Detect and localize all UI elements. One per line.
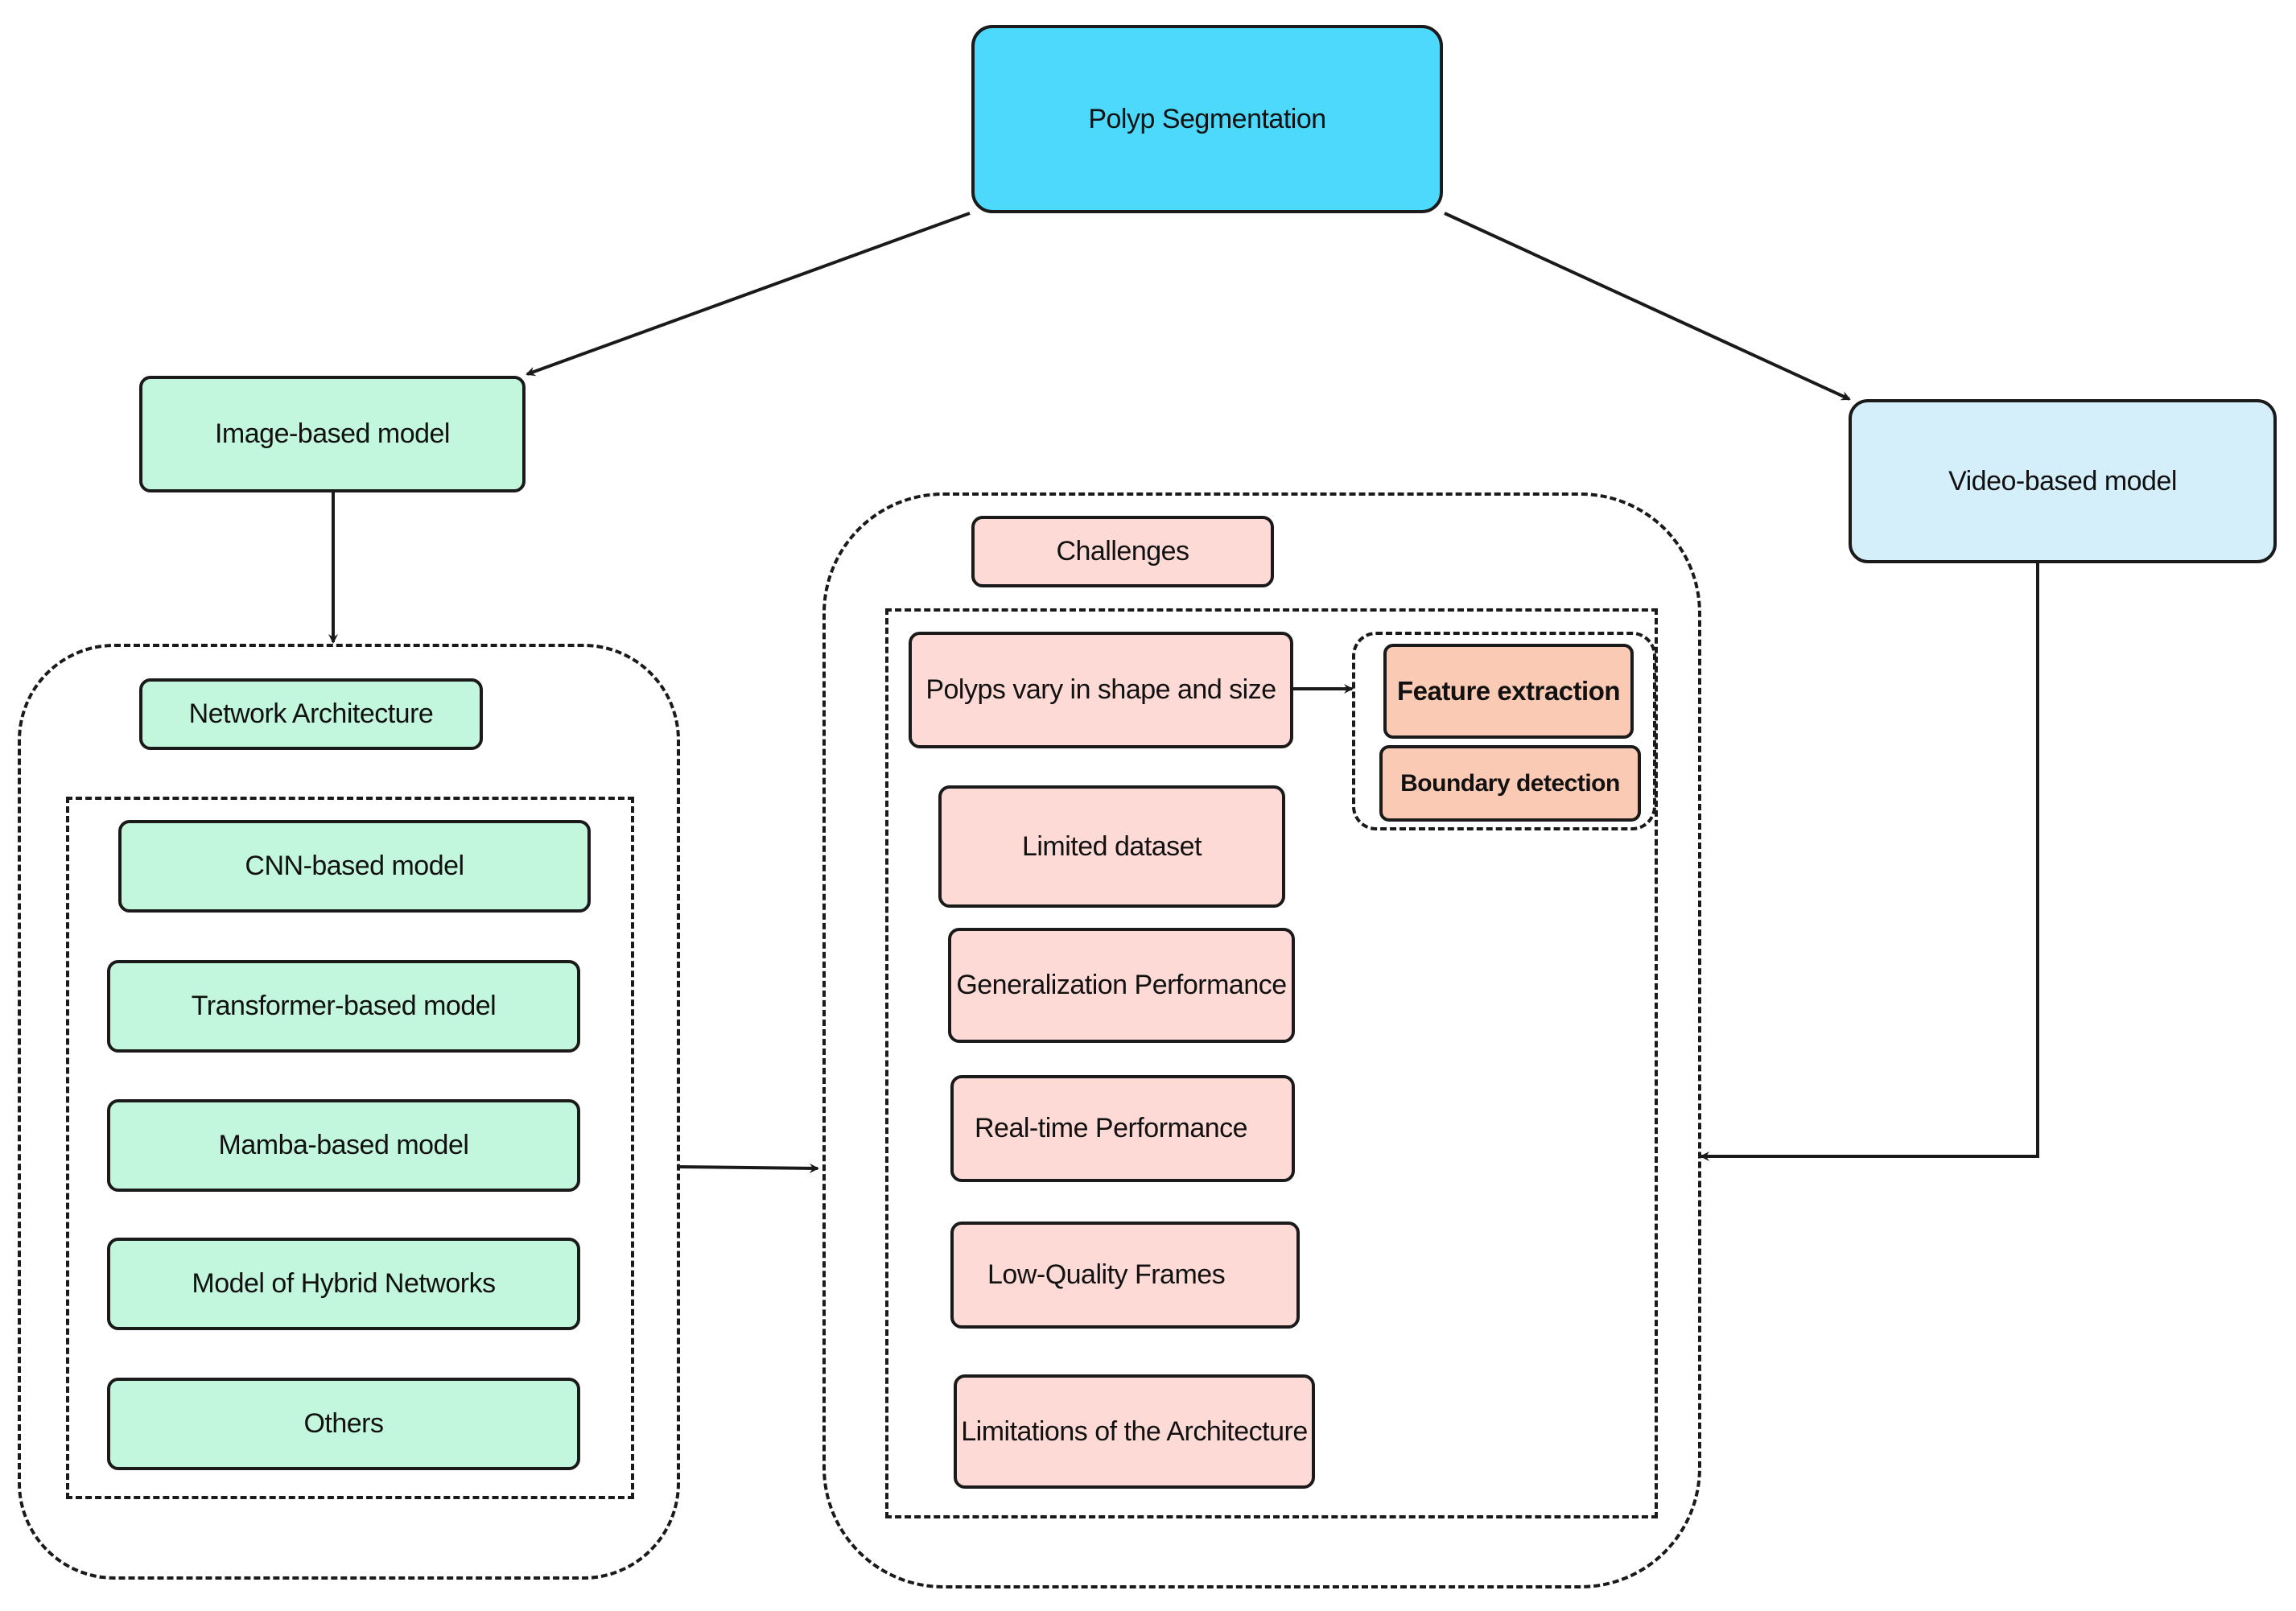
hybrid-model-node: Model of Hybrid Networks [107,1238,580,1330]
challenges-list [885,608,1658,1518]
challenge-architecture-limits: Limitations of the Architecture [954,1374,1315,1489]
network-architecture-region [18,644,680,1580]
image-model-node: Image-based model [139,376,526,492]
network-architecture-list [66,797,634,1499]
image-model-label: Image-based model [214,418,451,449]
challenge-shape-size: Polyps vary in shape and size [909,632,1293,748]
root-label: Polyp Segmentation [1088,103,1326,134]
others-node: Others [107,1378,580,1470]
challenge-real-time: Real-time Performance [950,1075,1295,1182]
challenge-limited-dataset: Limited dataset [938,785,1285,908]
arrow-video-to-challenges [1700,563,2039,1161]
boundary-detection-node: Boundary detection [1379,745,1641,822]
challenges-region [822,492,1701,1588]
challenge-generalization: Generalization Performance [948,928,1295,1043]
mamba-model-node: Mamba-based model [107,1099,580,1192]
challenge-low-quality: Low-Quality Frames [950,1222,1300,1329]
root-node: Polyp Segmentation [971,25,1443,213]
arrow-root-to-image [526,212,971,377]
network-architecture-title: Network Architecture [139,678,483,750]
arrow-network-to-challenges [679,1163,819,1173]
transformer-model-node: Transformer-based model [107,960,580,1053]
sub-challenges-group [1352,632,1656,830]
challenges-title: Challenges [971,516,1274,587]
cnn-model-node: CNN-based model [118,820,591,913]
arrow-root-to-video [1444,212,1851,401]
feature-extraction-node: Feature extraction [1383,644,1634,739]
video-model-node: Video-based model [1849,399,2277,563]
video-model-label: Video-based model [1948,465,2177,496]
